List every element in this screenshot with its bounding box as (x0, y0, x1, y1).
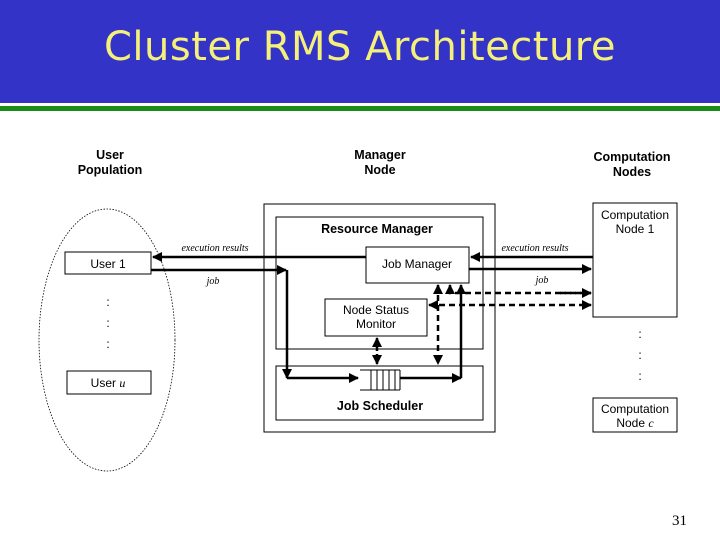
job-scheduler-box[interactable] (275, 365, 484, 421)
computation-node-c-label-line2: Node c (616, 416, 654, 430)
node-status-monitor-box[interactable] (324, 298, 428, 337)
heading-user-population-line1: User (96, 148, 124, 162)
job-manager-label: Job Manager (382, 257, 452, 271)
label-right-execution-results: execution results (501, 243, 568, 254)
title-divider-green (0, 106, 720, 111)
heading-computation-nodes-line2: Nodes (613, 165, 651, 179)
user-1-label: User 1 (90, 257, 126, 271)
resource-manager-label: Resource Manager (321, 222, 433, 236)
computation-node-c-box[interactable] (592, 397, 678, 433)
user-ellipsis-1: : (106, 295, 109, 309)
heading-computation-nodes-line1: Computation (593, 150, 670, 164)
computation-node-c-label-line1: Computation (601, 402, 669, 416)
slide-title: Cluster RMS Architecture (104, 24, 616, 70)
computation-ellipsis-1: : (638, 327, 641, 341)
node-status-monitor-label-line2: Monitor (356, 317, 396, 331)
dashed-job-manager-node-line (448, 285, 591, 295)
computation-ellipsis-3: : (638, 369, 641, 383)
title-bar (0, 0, 720, 103)
user-u-label: User u (91, 376, 126, 390)
heading-manager-node-line2: Node (364, 163, 395, 177)
node-status-monitor-label-line1: Node Status (343, 303, 409, 317)
heading-user-population-line2: Population (78, 163, 143, 177)
manager-node-box (263, 203, 496, 433)
user-ellipsis-3: : (106, 337, 109, 351)
label-right-job: job (534, 275, 549, 286)
user-population-ellipse (38, 208, 176, 472)
job-manager-box[interactable] (365, 246, 470, 284)
user-ellipsis-2: : (106, 316, 109, 330)
label-left-job: job (205, 276, 220, 287)
user-u-box[interactable] (66, 370, 152, 395)
job-queue-icon (360, 369, 401, 391)
computation-ellipsis-2: : (638, 348, 641, 362)
computation-node-1-label-line2: Node 1 (616, 222, 655, 236)
page-number: 31 (672, 513, 687, 529)
job-scheduler-label: Job Scheduler (337, 399, 423, 413)
computation-node-1-label-line1: Computation (601, 208, 669, 222)
label-left-execution-results: execution results (181, 243, 248, 254)
title-divider-white (0, 103, 720, 106)
heading-manager-node-line1: Manager (354, 148, 406, 162)
computation-node-1-box[interactable] (592, 202, 678, 318)
user-1-box[interactable] (64, 251, 152, 275)
